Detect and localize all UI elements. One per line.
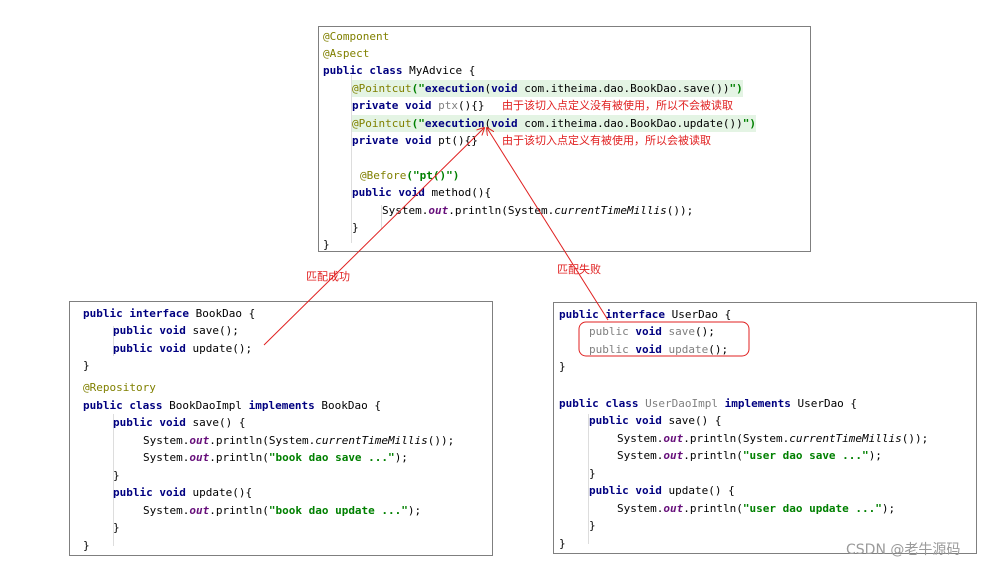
pointcut-save-line: @Pointcut("execution(void com.itheima.da…: [352, 80, 743, 97]
code-line: @Aspect: [323, 47, 370, 60]
bookdao-update-decl: public void update();: [113, 342, 253, 355]
code-line: System.out.println("user dao save ...");: [617, 449, 882, 462]
pointcut-ptx-method: private void ptx(){}: [352, 99, 485, 112]
code-line: System.out.println(System.currentTimeMil…: [143, 434, 455, 447]
bookdao-save-decl: public void save();: [113, 324, 239, 337]
code-line: public void update(){: [113, 486, 253, 499]
code-line: public class UserDaoImpl implements User…: [559, 397, 858, 410]
code-line: }: [589, 519, 596, 532]
indent-guide: [113, 326, 114, 356]
advice-code-box: @Component @Aspect public class MyAdvice…: [318, 26, 811, 252]
userdao-update-decl: public void update();: [589, 343, 729, 356]
advice-print-line: System.out.println(System.currentTimeMil…: [382, 204, 694, 217]
note-used-pointcut: 由于该切入点定义有被使用，所以会被读取: [502, 134, 711, 147]
indent-guide: [351, 75, 352, 243]
unmatched-methods-highlight: [578, 321, 750, 357]
match-fail-label: 匹配失败: [557, 263, 601, 276]
code-line: public interface BookDao {: [83, 307, 256, 320]
match-success-arrow: [263, 128, 484, 346]
code-line: }: [113, 469, 120, 482]
code-line: }: [352, 221, 359, 234]
code-line: System.out.println("user dao update ..."…: [617, 502, 896, 515]
indent-guide: [381, 205, 382, 229]
pointcut-update-line: @Pointcut("execution(void com.itheima.da…: [352, 115, 757, 132]
code-line: }: [83, 359, 90, 372]
bookdao-code-box: public interface BookDao { public void s…: [69, 301, 493, 556]
pointcut-pt-method: private void pt(){}: [352, 134, 478, 147]
code-line: }: [323, 238, 330, 251]
advice-method-line: public void method(){: [352, 186, 492, 199]
code-line: public void save() {: [589, 414, 722, 427]
code-line: public interface UserDao {: [559, 308, 732, 321]
match-fail-arrow: [487, 128, 609, 321]
userdao-save-decl: public void save();: [589, 325, 715, 338]
indent-guide: [113, 414, 114, 546]
code-line: }: [559, 360, 566, 373]
userdao-code-box: public interface UserDao { public void s…: [553, 302, 977, 554]
code-line: public void update() {: [589, 484, 735, 497]
indent-guide: [588, 414, 589, 544]
code-line: }: [113, 521, 120, 534]
code-line: System.out.println("book dao update ..."…: [143, 504, 422, 517]
code-line: System.out.println("book dao save ...");: [143, 451, 408, 464]
note-unused-pointcut: 由于该切入点定义没有被使用，所以不会被读取: [502, 99, 733, 112]
code-line: @Component: [323, 30, 390, 43]
code-line: public void save() {: [113, 416, 246, 429]
code-line: }: [559, 537, 566, 550]
watermark: CSDN @老牛源码: [846, 542, 961, 558]
code-line: System.out.println(System.currentTimeMil…: [617, 432, 929, 445]
code-line: }: [83, 539, 90, 552]
code-line: @Repository: [83, 381, 156, 394]
code-line: public class BookDaoImpl implements Book…: [83, 399, 382, 412]
match-success-label: 匹配成功: [306, 270, 350, 283]
code-line: }: [589, 467, 596, 480]
code-line: public class MyAdvice {: [323, 64, 476, 77]
